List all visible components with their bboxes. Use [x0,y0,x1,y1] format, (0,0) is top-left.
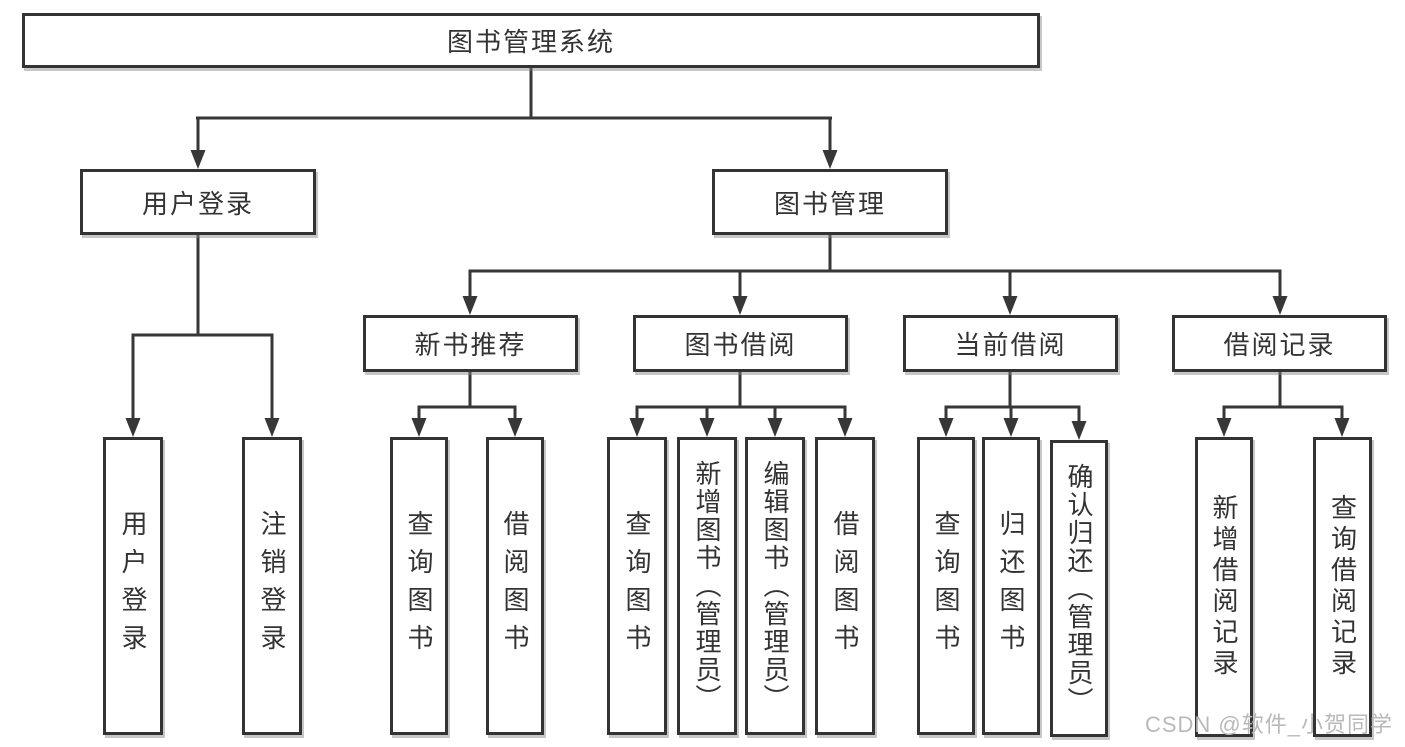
node-logout-label: 注销登录 [257,510,287,662]
node-new-book-recommend: 新书推荐 [363,315,578,372]
node-book-borrowing-label: 图书借阅 [684,330,797,360]
node-current-confirm-return-admin-label: 确认归还（管理员） [1064,462,1094,715]
node-new-book-recommend-label: 新书推荐 [414,330,527,360]
node-records-query-record-label: 查询借阅记录 [1327,494,1358,680]
node-rec-borrow-books-label: 借阅图书 [500,510,530,662]
node-records-query-record: 查询借阅记录 [1313,437,1372,737]
node-rec-query-books-label: 查询图书 [404,510,434,662]
node-borrow-query-books: 查询图书 [607,437,667,735]
node-borrow-edit-books-admin-label: 编辑图书（管理员） [760,460,790,712]
node-borrow-query-books-label: 查询图书 [622,510,652,662]
watermark-text: CSDN @软件_小贺同学 [1144,712,1393,737]
node-current-query-books: 查询图书 [917,437,975,735]
node-user-login: 用户登录 [80,169,316,235]
node-current-return-books-label: 归还图书 [996,510,1026,662]
node-borrow-borrow-books-label: 借阅图书 [830,510,860,662]
node-user-login-label: 用户登录 [141,188,254,219]
node-borrowing-records: 借阅记录 [1172,315,1387,372]
node-borrow-edit-books-admin: 编辑图书（管理员） [745,437,805,735]
node-records-add-record: 新增借阅记录 [1195,437,1253,737]
node-current-query-books-label: 查询图书 [931,510,961,662]
node-current-borrowing-label: 当前借阅 [954,330,1067,360]
node-current-confirm-return-admin: 确认归还（管理员） [1050,440,1108,737]
node-login-label: 用户登录 [118,510,148,662]
node-borrow-borrow-books: 借阅图书 [815,437,875,735]
node-borrowing-records-label: 借阅记录 [1223,330,1336,360]
node-login: 用户登录 [103,437,163,735]
node-records-add-record-label: 新增借阅记录 [1209,494,1239,680]
node-root: 图书管理系统 [22,13,1040,68]
node-rec-borrow-books: 借阅图书 [486,437,544,735]
node-rec-query-books: 查询图书 [390,437,448,735]
node-borrow-add-books-admin: 新增图书（管理员） [677,437,737,735]
node-root-label: 图书管理系统 [446,27,615,57]
node-current-return-books: 归还图书 [982,437,1040,735]
node-book-borrowing: 图书借阅 [633,315,848,372]
node-current-borrowing: 当前借阅 [903,315,1118,372]
node-logout: 注销登录 [242,437,302,735]
node-book-management-label: 图书管理 [773,188,886,219]
node-book-management: 图书管理 [712,169,948,235]
node-borrow-add-books-admin-label: 新增图书（管理员） [692,460,722,712]
